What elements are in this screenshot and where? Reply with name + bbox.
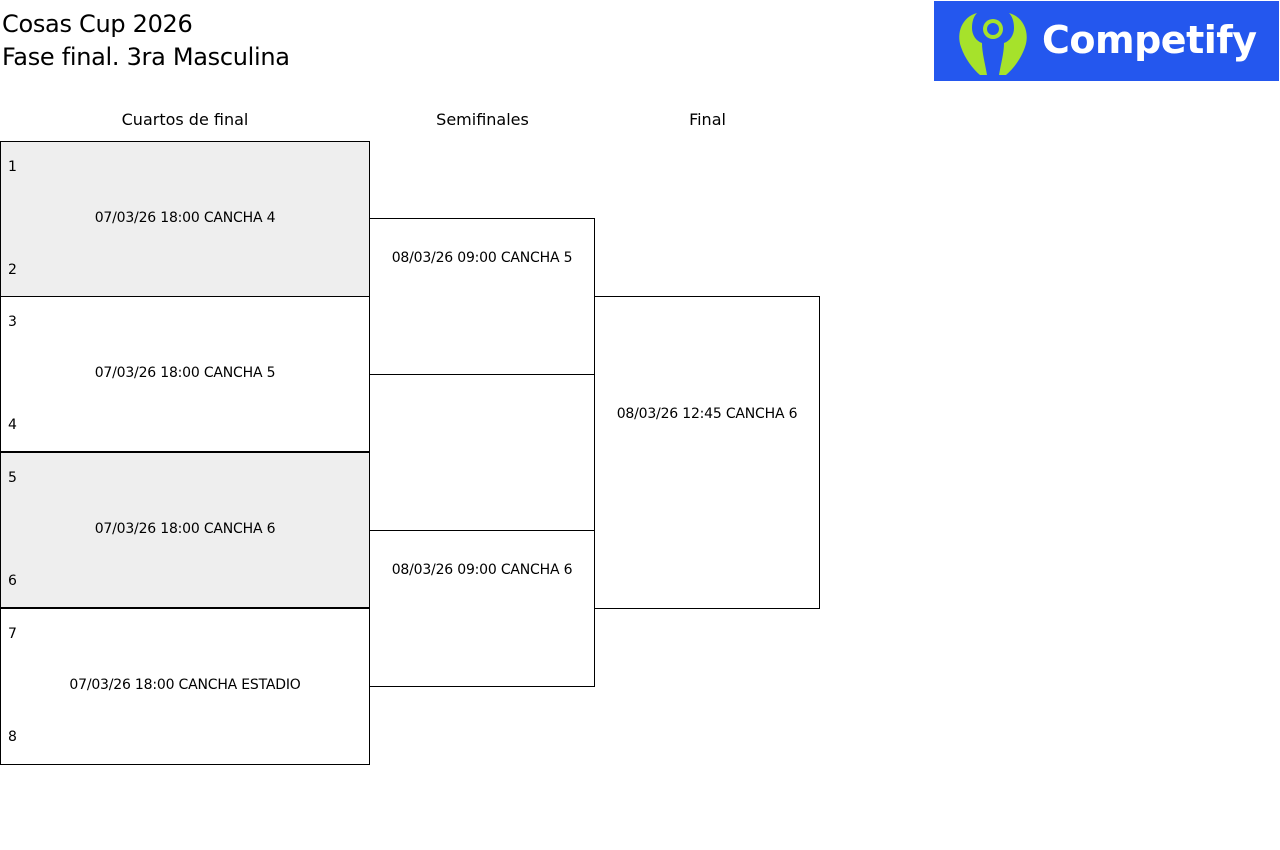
phase-subtitle: Fase final. 3ra Masculina [2,43,290,71]
seed-bottom: 8 [8,729,17,745]
competify-logo[interactable]: Competify [934,1,1279,81]
seed-top: 1 [8,159,17,175]
match-schedule: 07/03/26 18:00 CANCHA 5 [94,365,276,381]
match-schedule: 08/03/26 12:45 CANCHA 6 [616,406,798,422]
logo-wordmark: Competify [1042,18,1257,62]
quarterfinal-match-2[interactable]: 3 07/03/26 18:00 CANCHA 5 4 [0,296,370,452]
match-schedule: 08/03/26 09:00 CANCHA 6 [391,562,573,578]
seed-top: 3 [8,314,17,330]
round-header-quarterfinals: Cuartos de final [121,110,249,129]
match-schedule: 08/03/26 09:00 CANCHA 5 [391,250,573,266]
round-header-semifinals: Semifinales [436,110,529,129]
seed-top: 7 [8,626,17,642]
seed-bottom: 6 [8,573,17,589]
match-schedule: 07/03/26 18:00 CANCHA 6 [94,521,276,537]
semifinal-match-2[interactable]: 08/03/26 09:00 CANCHA 6 [369,530,595,687]
semifinal-match-1[interactable]: 08/03/26 09:00 CANCHA 5 [369,218,595,375]
quarterfinal-match-1[interactable]: 1 07/03/26 18:00 CANCHA 4 2 [0,141,370,297]
tournament-title: Cosas Cup 2026 [2,10,193,38]
seed-top: 5 [8,470,17,486]
match-schedule: 07/03/26 18:00 CANCHA ESTADIO [69,677,301,693]
final-match[interactable]: 08/03/26 12:45 CANCHA 6 [594,296,820,609]
round-header-final: Final [689,110,726,129]
match-schedule: 07/03/26 18:00 CANCHA 4 [94,210,276,226]
seed-bottom: 2 [8,262,17,278]
seed-bottom: 4 [8,417,17,433]
person-icon [959,13,1027,75]
quarterfinal-match-4[interactable]: 7 07/03/26 18:00 CANCHA ESTADIO 8 [0,608,370,765]
quarterfinal-match-3[interactable]: 5 07/03/26 18:00 CANCHA 6 6 [0,452,370,608]
